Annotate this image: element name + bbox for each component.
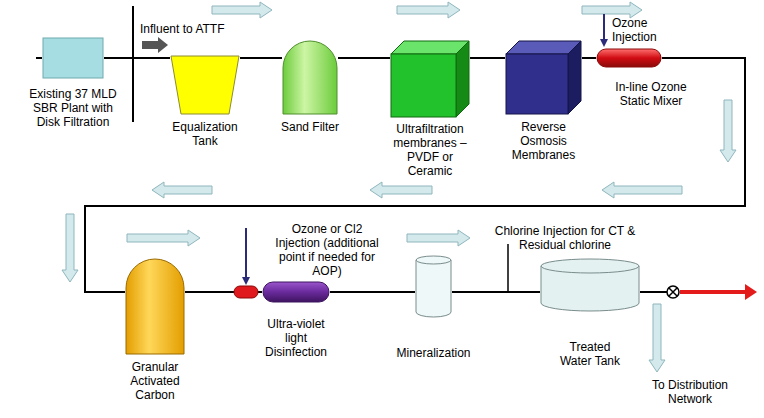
plant-box: Existing 37 MLD SBR Plant with Disk Filt…: [42, 37, 104, 79]
injection-head: [600, 39, 608, 47]
pipe-line: [104, 57, 170, 59]
flow-arrows: [62, 2, 736, 372]
filter-vessel: Sand Filter: [282, 40, 338, 115]
influent-arrow: [142, 37, 168, 53]
flow-arrow: [407, 230, 470, 246]
pipe-line: [582, 57, 596, 59]
membrane-cube-outline: [390, 40, 470, 118]
flow-arrow: [370, 182, 432, 198]
node-label: Reverse Osmosis Membranes: [506, 120, 582, 162]
carbon-vessel-shape: [126, 259, 184, 354]
node-label: Mineralization: [389, 346, 479, 360]
injection-label: Ozone or Cl2 Injection (additional point…: [272, 222, 382, 278]
injector-mixer: [234, 286, 258, 298]
uv-reactor-outline: [262, 281, 330, 303]
membrane-cube-shape: [568, 41, 581, 114]
injection-head: [242, 277, 250, 285]
flow-arrow: [212, 2, 272, 18]
pipe-line: [452, 291, 540, 293]
mineral-cylinder-outline: [415, 255, 452, 318]
carbon-vessel: Granular Activated Carbon: [125, 258, 185, 355]
flow-arrow: [602, 182, 682, 198]
water-tank-outline: [540, 258, 640, 312]
flow-arrow: [127, 230, 200, 246]
water-tank-shape: [541, 259, 639, 273]
plant-box-outline: [42, 37, 104, 79]
membrane-cube: Ultrafiltration membranes – PVDF or Cera…: [390, 40, 470, 118]
flow-arrow: [649, 304, 665, 372]
mineral-cylinder-shape: [416, 260, 451, 317]
valve-cross: [669, 288, 677, 296]
pipe-line: [240, 57, 282, 59]
outflow-arrow: [680, 290, 747, 294]
static-mixer: In-line Ozone Static Mixer: [596, 48, 662, 68]
node-label: Equalization Tank: [165, 120, 245, 148]
flow-arrow: [152, 182, 212, 198]
flow-arrow: [720, 100, 736, 162]
node-label: Treated Water Tank: [555, 340, 625, 368]
tank-symbol-shape: [171, 56, 239, 114]
tank-symbol: Equalization Tank: [170, 55, 240, 115]
membrane-cube-shape: [391, 54, 456, 117]
outflow-head: [745, 284, 757, 300]
filter-vessel-shape: [283, 41, 337, 114]
pipe-line: [470, 57, 505, 59]
tank-symbol-outline: [170, 55, 240, 115]
chlorine-line: [507, 244, 509, 292]
uv-reactor-shape: [263, 282, 329, 302]
node-label: Ultra-violet light Disinfection: [263, 317, 329, 359]
pipe-line: [330, 291, 415, 293]
mineral-cylinder-shape: [416, 256, 451, 264]
carbon-vessel-outline: [125, 258, 185, 355]
flow-arrow: [62, 214, 78, 282]
pipe-stub: [640, 291, 667, 293]
uv-reactor: Ultra-violet light Disinfection: [262, 281, 330, 303]
node-label: Existing 37 MLD SBR Plant with Disk Filt…: [25, 87, 121, 129]
static-mixer-shape: [597, 49, 661, 67]
flow-arrow: [582, 2, 642, 18]
node-label: Ultrafiltration membranes – PVDF or Cera…: [390, 122, 470, 178]
outlet-label: To Distribution Network: [640, 378, 740, 406]
injection-label: Ozone Injection: [612, 16, 670, 44]
node-label: Sand Filter: [270, 120, 350, 134]
membrane-cube-shape: [506, 54, 568, 114]
flow-label: Influent to ATTF: [140, 22, 236, 36]
valve-symbol: [667, 286, 679, 298]
filter-vessel-outline: [282, 40, 338, 115]
node-label: Granular Activated Carbon: [126, 360, 184, 402]
node-label: In-line Ozone Static Mixer: [609, 80, 694, 108]
membrane-cube: Reverse Osmosis Membranes: [505, 40, 582, 115]
injection-line: [603, 14, 605, 40]
membrane-cube-outline: [505, 40, 582, 115]
boundary-line: [132, 6, 134, 122]
flow-arrow: [397, 2, 460, 18]
water-tank: Treated Water Tank: [540, 258, 640, 312]
injection-line: [245, 228, 247, 278]
membrane-cube-shape: [456, 41, 469, 117]
static-mixer-outline: [596, 48, 662, 68]
plant-box-shape: [43, 38, 103, 78]
injection-label: Chlorine Injection for CT & Residual chl…: [490, 224, 640, 252]
pipe-line: [338, 57, 390, 59]
pipe-stub: [36, 57, 42, 59]
mineral-cylinder: Mineralization: [415, 255, 452, 318]
